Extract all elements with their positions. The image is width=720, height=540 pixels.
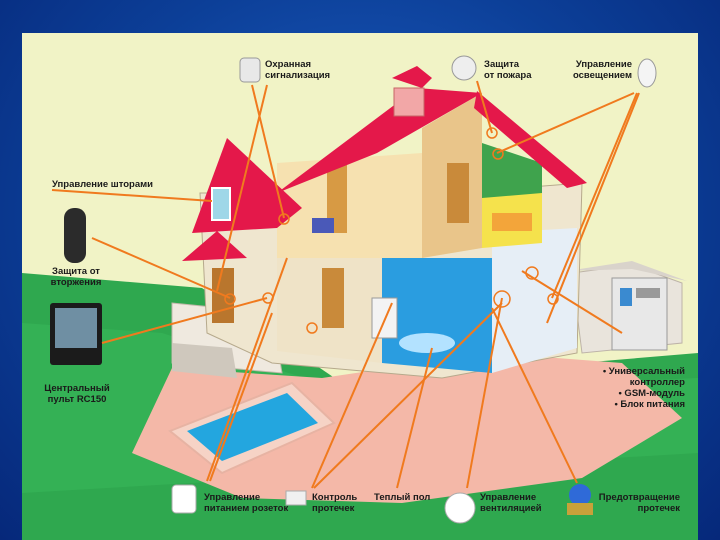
- smoke-detector-icon: [451, 55, 477, 81]
- garage-roof: [567, 261, 687, 281]
- leak-sensor-icon: [285, 490, 307, 506]
- roof-porch: [182, 231, 247, 261]
- door: [322, 268, 344, 328]
- label-central-panel: Центральный пульт RC150: [44, 383, 110, 405]
- laundry-room: [492, 228, 577, 373]
- roof-right: [474, 91, 587, 188]
- label-warm-floor: Теплый пол: [374, 492, 431, 503]
- door-upper: [327, 163, 347, 233]
- garden-path: [132, 353, 682, 503]
- label-lighting-control: Управление освещением: [572, 59, 632, 81]
- label-leak-prevention: Предотвращение протечек: [598, 492, 680, 514]
- valve-icon: [569, 484, 591, 506]
- diagram-panel: Охранная сигнализация Защита от пожара У…: [22, 33, 698, 540]
- roof-tower: [392, 66, 432, 88]
- remote-icon: [64, 208, 86, 263]
- sofa: [492, 213, 532, 231]
- label-controller-list: • Универсальный контроллер • GSM-модуль …: [602, 366, 685, 410]
- bathroom: [382, 258, 492, 373]
- porch-steps: [172, 343, 237, 378]
- fan-icon: [444, 492, 476, 524]
- alarm-sensor-icon: [239, 57, 261, 83]
- roof-main: [277, 88, 482, 193]
- window: [211, 187, 231, 221]
- bathtub: [399, 333, 455, 353]
- label-security-alarm: Охранная сигнализация: [265, 59, 331, 81]
- door-attic: [447, 163, 469, 223]
- label-ventilation: Управление вентиляцией: [480, 492, 542, 514]
- label-leak-control: Контроль протечек: [312, 492, 358, 514]
- label-socket-power: Управление питанием розеток: [204, 492, 289, 514]
- socket-icon: [171, 484, 197, 514]
- callout-lines: [51, 80, 640, 489]
- label-curtain-control: Управление шторами: [52, 179, 153, 190]
- label-intrusion-protection: Защита от вторжения: [50, 266, 102, 288]
- smart-home-illustration: [22, 55, 698, 540]
- box-device: [312, 218, 334, 233]
- chimney: [393, 87, 425, 117]
- light-bulb-icon: [637, 58, 657, 88]
- callout-circles: [224, 127, 559, 334]
- label-fire-protection: Защита от пожара: [484, 59, 532, 81]
